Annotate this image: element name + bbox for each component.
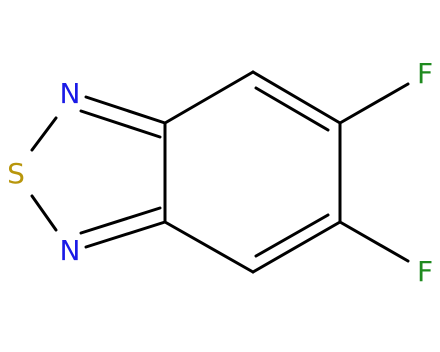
fluorine-atom-1: F bbox=[417, 57, 433, 90]
bond-c7a-n1-double bbox=[79, 109, 162, 139]
bond-c4-c5 bbox=[251, 70, 342, 125]
bond-c7-c3a bbox=[163, 220, 255, 274]
bond-c7a-c4 bbox=[163, 70, 255, 125]
bond-n1-s bbox=[30, 116, 58, 152]
bond-c5-f1 bbox=[338, 82, 410, 125]
bond-c7a-n1 bbox=[84, 95, 167, 125]
bond-c6-c7 bbox=[251, 220, 342, 274]
nitrogen-atom-2: N bbox=[60, 234, 81, 267]
fluorine-atom-2: F bbox=[417, 255, 433, 288]
bond-c3a-n2-double bbox=[79, 206, 162, 235]
bond-c4-c5-inner bbox=[254, 86, 330, 132]
bond-c6-c7-inner bbox=[254, 213, 330, 258]
bond-c3a-n2 bbox=[84, 220, 167, 249]
sulfur-atom: S bbox=[7, 157, 25, 190]
bond-c6-f2 bbox=[338, 220, 410, 263]
bond-group bbox=[30, 70, 410, 274]
bond-s-n2 bbox=[30, 194, 58, 232]
nitrogen-atom-1: N bbox=[60, 77, 81, 110]
